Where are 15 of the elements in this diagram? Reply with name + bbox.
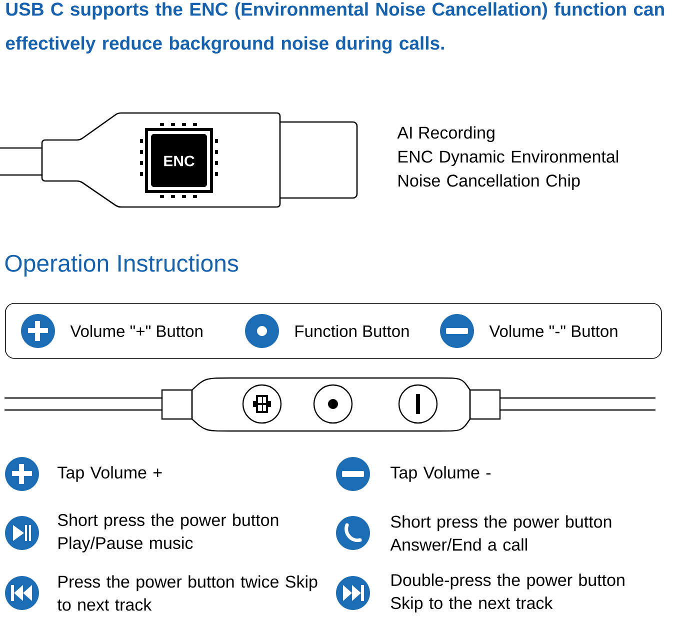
instruction-text: Press the power button twice Skip to next track	[57, 575, 318, 611]
feature-text: AI Recording	[397, 126, 494, 142]
button-legend-box	[5, 303, 662, 359]
button-label: Function Button	[296, 324, 409, 338]
button-label: Volume "+" Button	[70, 324, 202, 338]
instruction-text: Short press the power button Answer/End a call	[390, 515, 612, 551]
section-heading: Operation Instructions	[5, 254, 238, 277]
instruction-text: Double-press the power button Skip to the next track	[390, 574, 624, 612]
title: USB C supports the ENC (Environmental Noise Cancellation) function can effectively reduce background noise during calls.	[6, 2, 664, 54]
chip-label: ENC	[164, 156, 194, 166]
instruction-text: Tap Volume -	[390, 466, 491, 482]
instruction-text: Tap Volume +	[58, 466, 162, 482]
instruction-text: Short press the power button Play/Pause music	[58, 514, 278, 552]
feature-text: ENC Dynamic Environmental Noise Cancellation Chip	[398, 150, 618, 190]
button-label: Volume "-" Button	[489, 324, 618, 338]
